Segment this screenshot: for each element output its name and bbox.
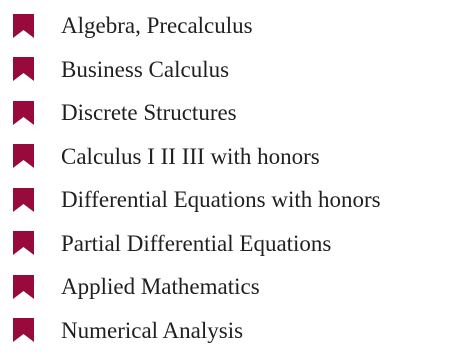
list-item: Numerical Analysis — [13, 309, 381, 353]
list-item: Calculus I II III with honors — [13, 135, 381, 179]
bookmark-icon — [13, 318, 34, 343]
bookmark-icon — [13, 144, 34, 169]
course-label: Discrete Structures — [61, 100, 237, 126]
course-label: Numerical Analysis — [61, 317, 244, 343]
list-item: Applied Mathematics — [13, 265, 381, 309]
bookmark-icon — [13, 187, 34, 212]
bookmark-icon — [13, 100, 34, 125]
list-item: Business Calculus — [13, 48, 381, 92]
course-label: Algebra, Precalculus — [61, 13, 253, 39]
course-label: Calculus I II III with honors — [61, 143, 320, 169]
bookmark-icon — [13, 57, 34, 82]
course-list: Algebra, Precalculus Business Calculus D… — [13, 4, 381, 352]
course-label: Differential Equations with honors — [61, 187, 381, 213]
course-label: Partial Differential Equations — [61, 230, 332, 256]
course-label: Business Calculus — [61, 56, 230, 82]
bookmark-icon — [13, 274, 34, 299]
bookmark-icon — [13, 13, 34, 38]
course-label: Applied Mathematics — [61, 274, 260, 300]
list-item: Differential Equations with honors — [13, 178, 381, 222]
bookmark-icon — [13, 231, 34, 256]
list-item: Discrete Structures — [13, 91, 381, 135]
list-item: Algebra, Precalculus — [13, 4, 381, 48]
list-item: Partial Differential Equations — [13, 222, 381, 266]
